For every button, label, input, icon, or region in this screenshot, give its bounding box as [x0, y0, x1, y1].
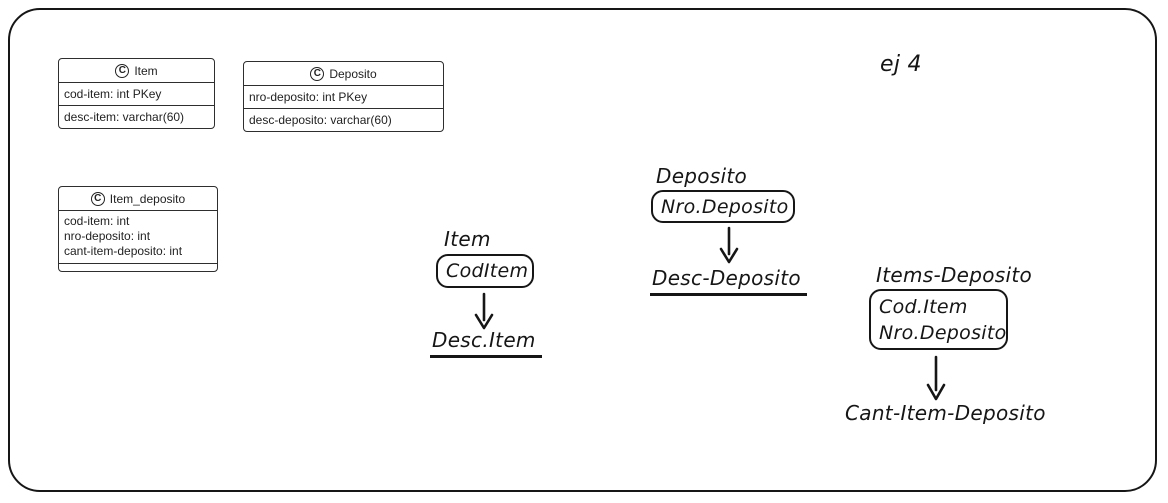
- class-box-item: C Item cod-item: int PKey desc-item: var…: [58, 58, 215, 129]
- fd-deposito-dependent: Desc-Deposito: [650, 266, 807, 296]
- class-box-deposito: C Deposito nro-deposito: int PKey desc-d…: [243, 61, 444, 132]
- outer-frame: [8, 8, 1157, 492]
- fd-items-deposito-title: Items-Deposito: [876, 263, 1033, 287]
- class-header: C Deposito: [244, 62, 443, 86]
- class-attribute: cod-item: int PKey: [59, 83, 214, 106]
- class-stereotype-icon: C: [90, 191, 105, 206]
- fd-deposito-determinant-box: Nro.Deposito: [651, 190, 795, 223]
- fd-items-deposito-determinant-box: Cod.Item Nro.Deposito: [869, 289, 1008, 350]
- class-attribute: nro-deposito: int PKey: [244, 86, 443, 109]
- class-title: Deposito: [329, 66, 377, 81]
- class-attribute: cod-item: int: [64, 214, 130, 228]
- down-arrow-icon: [474, 292, 494, 330]
- fd-determinant: Nro.Deposito: [661, 195, 789, 218]
- class-box-item-deposito: C Item_deposito cod-item: int nro-deposi…: [58, 186, 218, 272]
- fd-determinant: CodItem: [446, 260, 529, 282]
- class-attribute: desc-deposito: varchar(60): [249, 113, 392, 127]
- fd-determinant: Cod.Item: [879, 295, 968, 318]
- fd-item-dependent: Desc.Item: [430, 328, 542, 358]
- down-arrow-icon: [926, 355, 946, 401]
- fd-deposito-title: Deposito: [656, 164, 748, 188]
- class-attribute: desc-item: varchar(60): [64, 110, 185, 124]
- down-arrow-icon: [719, 226, 739, 264]
- fd-determinant: Nro.Deposito: [879, 321, 1007, 344]
- class-stereotype-icon: C: [115, 63, 130, 78]
- class-attribute: nro-deposito: int: [64, 229, 151, 243]
- class-header: C Item: [59, 59, 214, 83]
- exercise-label: ej 4: [880, 52, 922, 77]
- class-stereotype-icon: C: [310, 66, 325, 81]
- class-title: Item: [134, 63, 158, 78]
- fd-item-title: Item: [444, 227, 491, 251]
- class-empty-compartment: [59, 264, 217, 271]
- class-attribute: cant-item-deposito: int: [64, 244, 183, 258]
- class-attribute-list: cod-item: int nro-deposito: int cant-ite…: [59, 211, 217, 264]
- class-title: Item_deposito: [109, 191, 186, 206]
- fd-item-determinant-box: CodItem: [436, 254, 534, 288]
- fd-items-deposito-dependent: Cant-Item-Deposito: [845, 401, 1046, 425]
- class-header: C Item_deposito: [59, 187, 217, 211]
